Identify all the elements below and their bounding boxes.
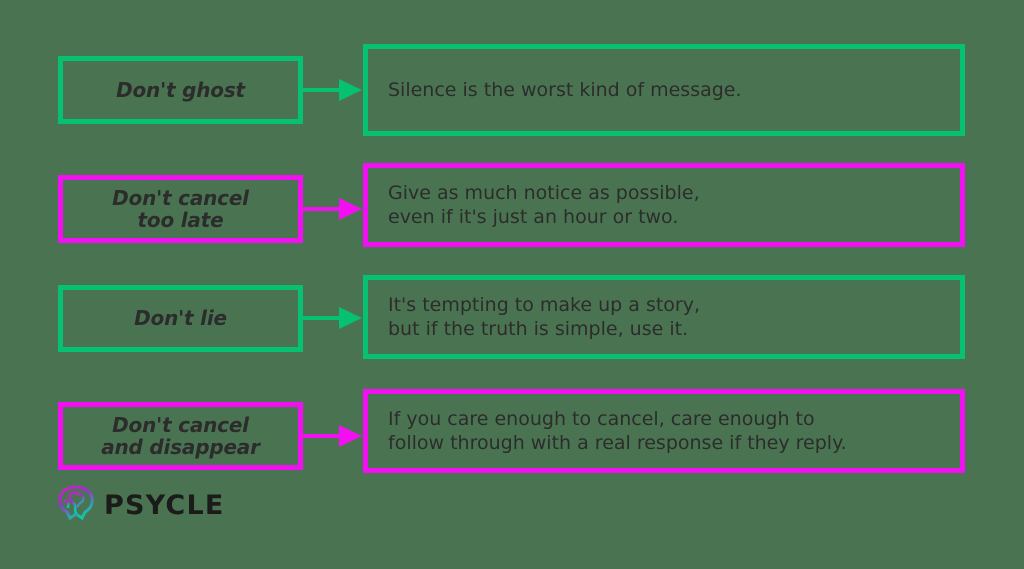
brain-icon bbox=[56, 484, 96, 527]
label-box-dont-cancel-too-late: Don't cancel too late bbox=[58, 175, 303, 243]
label-text: Don't cancel too late bbox=[112, 185, 249, 232]
detail-box-dont-ghost: Silence is the worst kind of message. bbox=[363, 44, 965, 136]
brand-logo: PSYCLE bbox=[56, 484, 225, 527]
label-box-dont-cancel-and-disappear: Don't cancel and disappear bbox=[58, 402, 303, 470]
label-box-dont-ghost: Don't ghost bbox=[58, 56, 303, 124]
logo-wordmark: PSYCLE bbox=[104, 490, 225, 521]
connector-arrow-icon bbox=[303, 78, 363, 102]
label-text: Don't lie bbox=[134, 306, 227, 331]
detail-box-dont-lie: It's tempting to make up a story, but if… bbox=[363, 275, 965, 359]
detail-box-dont-cancel-too-late: Give as much notice as possible, even if… bbox=[363, 163, 965, 247]
detail-text: If you care enough to cancel, care enoug… bbox=[388, 407, 847, 454]
connector-arrow-icon bbox=[303, 424, 363, 448]
detail-text: Silence is the worst kind of message. bbox=[388, 78, 742, 101]
detail-box-dont-cancel-and-disappear: If you care enough to cancel, care enoug… bbox=[363, 389, 965, 473]
label-text: Don't cancel and disappear bbox=[101, 412, 260, 459]
label-text: Don't ghost bbox=[116, 77, 245, 102]
detail-text: Give as much notice as possible, even if… bbox=[388, 181, 700, 228]
connector-arrow-icon bbox=[303, 197, 363, 221]
connector-arrow-icon bbox=[303, 306, 363, 330]
label-box-dont-lie: Don't lie bbox=[58, 285, 303, 352]
detail-text: It's tempting to make up a story, but if… bbox=[388, 293, 701, 340]
